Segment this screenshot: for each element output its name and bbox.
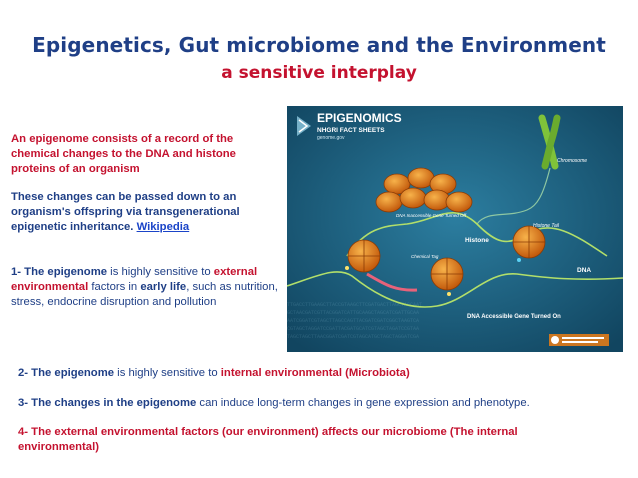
histone-mid	[430, 257, 464, 296]
point-1-mid1: is highly sensitive to	[107, 266, 214, 278]
dna-strand-lower	[287, 271, 623, 308]
epigenomics-logo	[297, 116, 311, 136]
wikipedia-link[interactable]: Wikipedia	[136, 221, 190, 233]
histone-label: Histone	[465, 237, 489, 244]
slide-title: Epigenetics, Gut microbiome and the Envi…	[32, 33, 606, 57]
dna-label: DNA	[577, 267, 591, 274]
point-2-key: internal environmental (Microbiota)	[220, 367, 410, 379]
point-1-lead: 1- The epigenome	[11, 266, 108, 278]
point-4: 4- The external environmental factors (o…	[18, 426, 518, 453]
point-2-lead: 2- The epigenome	[18, 367, 115, 379]
figure-site: genome.gov	[317, 135, 345, 141]
epigenome-definition: An epigenome consists of a record of the…	[11, 133, 236, 175]
point-1-key1: external environmental	[11, 266, 258, 293]
slide-subtitle: a sensitive interplay	[221, 63, 417, 83]
histone-left	[345, 239, 381, 273]
inheritance-text: These changes can be passed down to an o…	[11, 190, 281, 235]
histone-tail-label: Histone Tail	[533, 223, 560, 229]
svg-text:CGTAGCTAGGATCCGATTACGATGCATCGT: CGTAGCTAGGATCCGATTACGATGCATCGTAGCTAGATCC…	[287, 326, 419, 332]
inaccessible-label: DNA Inaccessible Gene Turned Off	[396, 213, 467, 218]
figure-header: EPIGENOMICS	[317, 111, 402, 125]
chromosome-label: Chromosome	[557, 158, 587, 164]
point-1-key2: early life	[140, 281, 187, 293]
figure-background	[287, 106, 623, 352]
histone-cluster	[375, 167, 473, 213]
histone-right	[512, 225, 546, 262]
chemical-tag-label: Chemical Tag	[411, 254, 439, 259]
epigenomics-figure: TTGACCTTGAAGCTTACCGTAAGCTTCGATGACTTAGCTA…	[287, 106, 623, 352]
svg-text:TAGCTAGCTTAACGGATCGATCGTAGCATG: TAGCTAGCTTAACGGATCGATCGTAGCATGCTAGCTAGGA…	[287, 334, 419, 340]
point-1: 1- The epigenome is highly sensitive to …	[11, 265, 301, 310]
dna-strand-upper	[346, 212, 608, 257]
figure-subheader: NHGRI FACT SHEETS	[317, 127, 385, 134]
dna-accessible-segment	[366, 272, 418, 292]
chromosome-icon	[476, 114, 561, 225]
point-3-tail: can induce long-term changes in gene exp…	[196, 397, 530, 409]
point-3: 3- The changes in the epigenome can indu…	[18, 396, 618, 411]
svg-text:TTGACCTTGAAGCTTACCGTAAGCTTCGAT: TTGACCTTGAAGCTTACCGTAAGCTTCGATGACTTAGCTA…	[287, 302, 422, 308]
point-2-mid: is highly sensitive to	[114, 367, 221, 379]
point-1-mid2: factors in	[88, 281, 141, 293]
point-2: 2- The epigenome is highly sensitive to …	[18, 366, 618, 381]
point-3-lead: 3- The changes in the epigenome	[18, 397, 197, 409]
accessible-label: DNA Accessible Gene Turned On	[467, 314, 561, 320]
point-1-tail: , such as nutrition, stress, endocrine d…	[11, 281, 278, 308]
nih-logo	[549, 334, 609, 346]
svg-text:GCTAACGATCGTTACGGATCATTGCAAGCT: GCTAACGATCGTTACGGATCATTGCAAGCTAGCATCGATT…	[287, 310, 419, 316]
inheritance-sentence: These changes can be passed down to an o…	[11, 191, 240, 233]
svg-text:AATCGGATCGTAGCTTAGCCAGTTACGATC: AATCGGATCGTAGCTTAGCCAGTTACGATCGATCGGCTAA…	[287, 318, 419, 324]
